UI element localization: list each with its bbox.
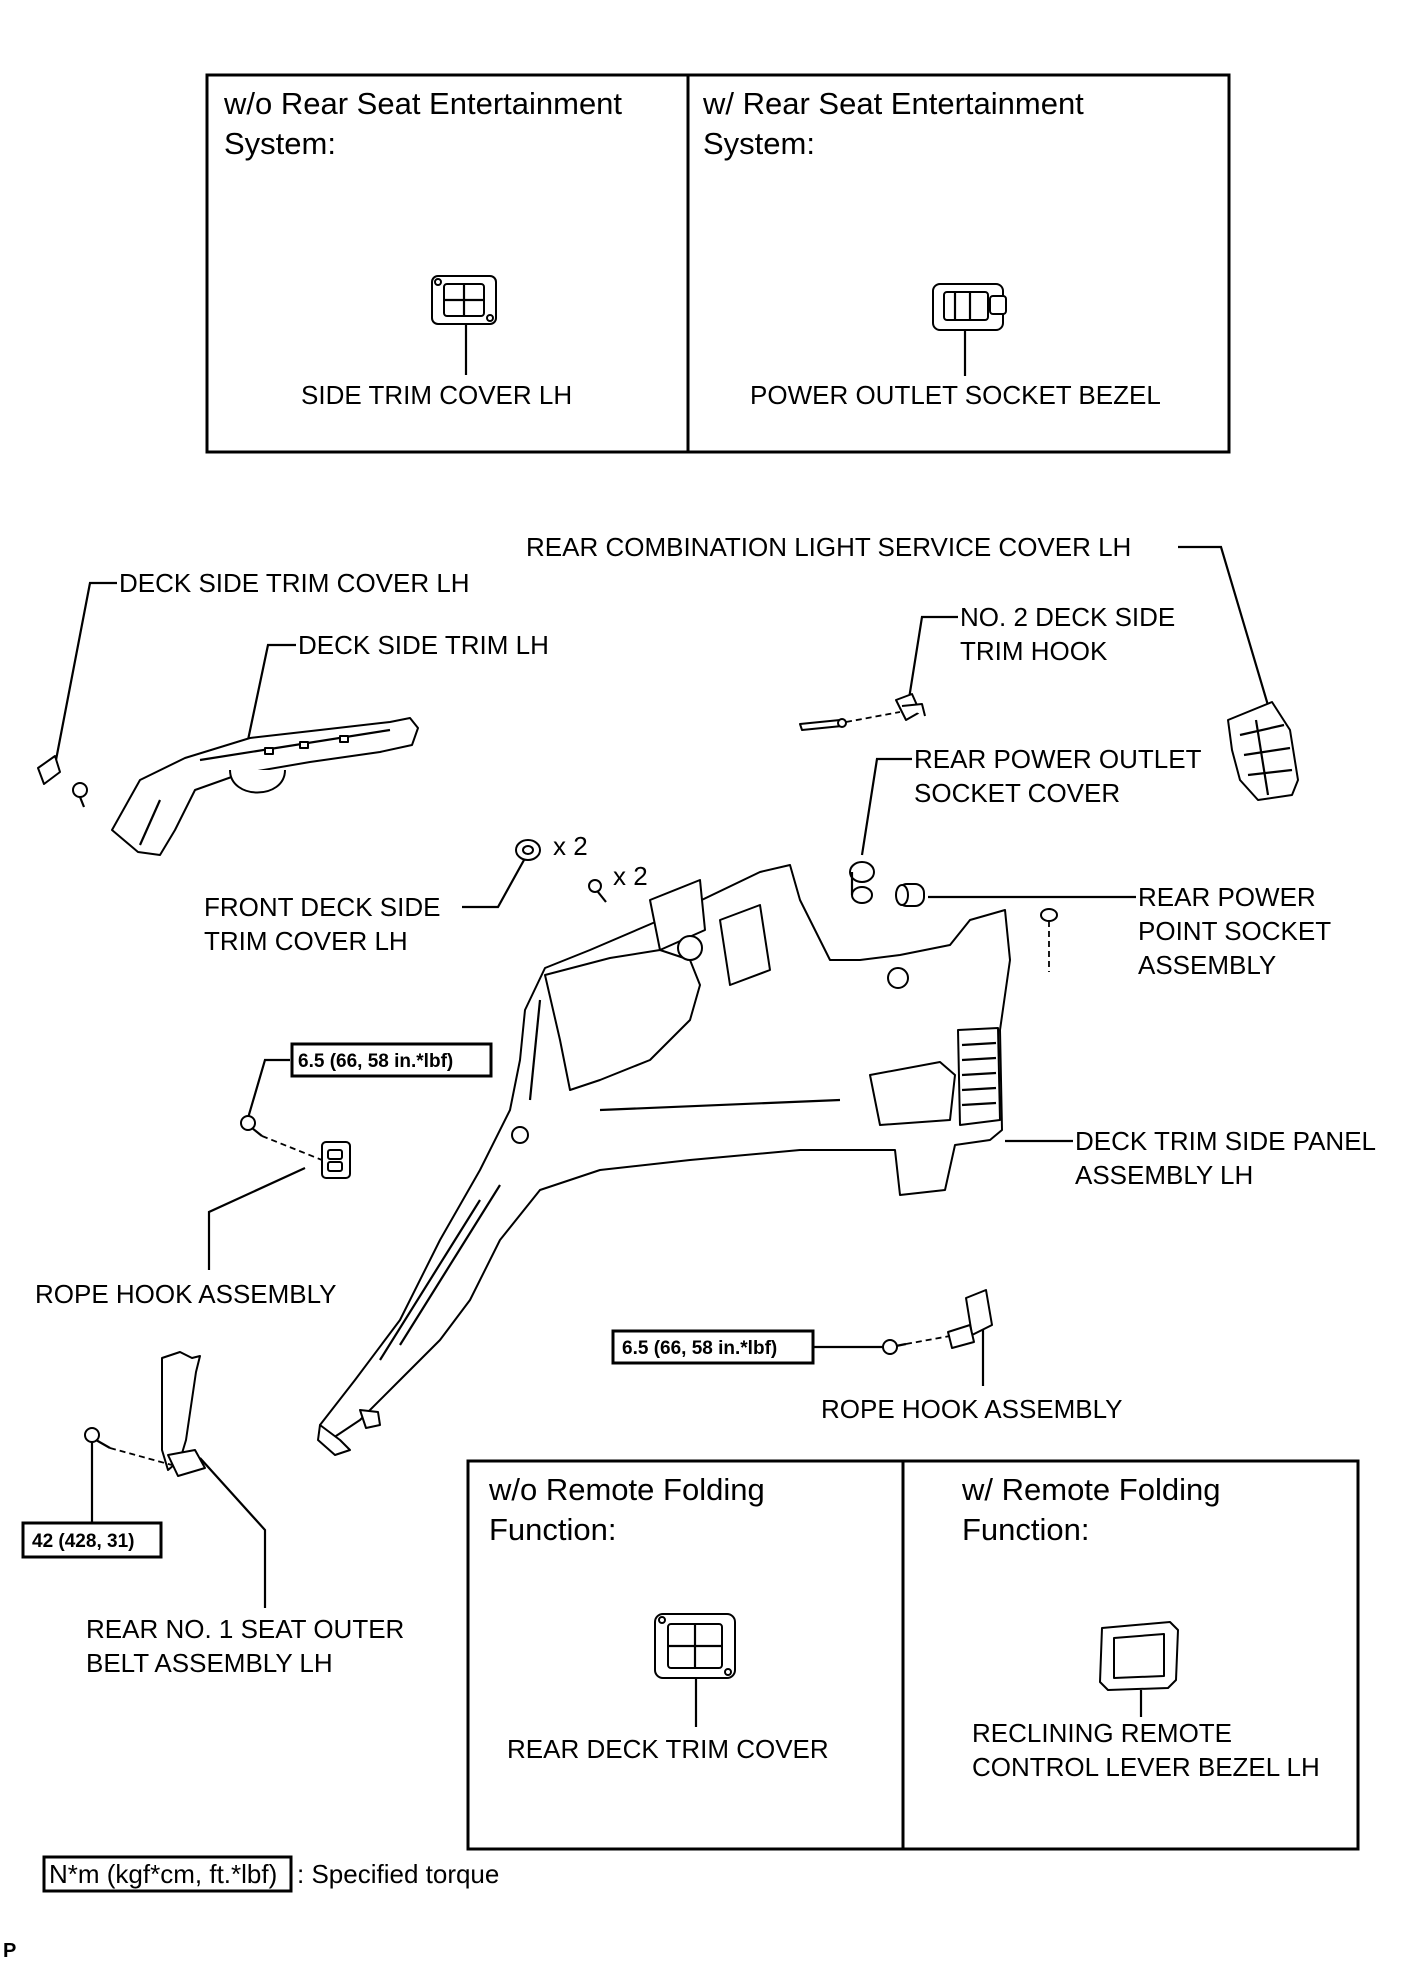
bottom-right-header-line2: Function: bbox=[962, 1512, 1090, 1547]
hook-screw-part bbox=[799, 718, 847, 731]
top-option-box: w/o Rear Seat Entertainment System: w/ R… bbox=[205, 73, 1231, 454]
top-right-header-line2: System: bbox=[703, 126, 815, 161]
rear-deck-trim-cover-label: REAR DECK TRIM COVER bbox=[507, 1734, 829, 1764]
deck-side-trim-part bbox=[111, 717, 419, 856]
deck-trim-side-panel-label-line1: DECK TRIM SIDE PANEL bbox=[1075, 1126, 1376, 1156]
top-left-header-line2: System: bbox=[224, 126, 336, 161]
torque-box-rope-hook-left: 6.5 (66, 58 in.*lbf) bbox=[290, 1042, 493, 1078]
no2-deck-side-trim-hook-label-line2: TRIM HOOK bbox=[960, 636, 1108, 666]
rear-power-point-socket-part bbox=[895, 883, 925, 907]
power-outlet-socket-bezel-label: POWER OUTLET SOCKET BEZEL bbox=[750, 380, 1161, 410]
torque-value-rope-hook-right: 6.5 (66, 58 in.*lbf) bbox=[622, 1338, 777, 1359]
rope-hook-right-label: ROPE HOOK ASSEMBLY bbox=[821, 1394, 1123, 1424]
corner-code: P bbox=[3, 1940, 16, 1962]
rear-power-point-socket-label-line2: POINT SOCKET bbox=[1138, 916, 1331, 946]
rear-power-outlet-socket-cover-label-line1: REAR POWER OUTLET bbox=[914, 744, 1202, 774]
rope-hook-right-bolt-part bbox=[882, 1339, 907, 1355]
deck-trim-side-panel-label-line2: ASSEMBLY LH bbox=[1075, 1160, 1253, 1190]
side-trim-cover-label: SIDE TRIM COVER LH bbox=[301, 380, 572, 410]
rope-hook-left-bolt-part bbox=[240, 1115, 263, 1137]
front-deck-side-trim-cover-label-line1: FRONT DECK SIDE bbox=[204, 892, 440, 922]
rope-hook-left-label: ROPE HOOK ASSEMBLY bbox=[35, 1279, 337, 1309]
torque-legend-text: : Specified torque bbox=[297, 1859, 499, 1889]
rear-power-point-socket-label-line3: ASSEMBLY bbox=[1138, 950, 1276, 980]
deck-trim-side-panel-part bbox=[317, 864, 1011, 1456]
torque-box-seat-belt: 42 (428, 31) bbox=[21, 1521, 163, 1559]
bottom-left-header-line1: w/o Remote Folding bbox=[488, 1472, 765, 1507]
bottom-right-header-line1: w/ Remote Folding bbox=[961, 1472, 1220, 1507]
rear-deck-trim-cover-icon bbox=[654, 1613, 736, 1679]
front-deck-side-trim-cover-part bbox=[515, 839, 541, 861]
top-left-header-line1: w/o Rear Seat Entertainment bbox=[223, 86, 622, 121]
no2-deck-side-trim-hook-part bbox=[895, 693, 926, 721]
torque-legend-unit: N*m (kgf*cm, ft.*lbf) bbox=[49, 1859, 277, 1889]
clip-part bbox=[72, 782, 88, 808]
panel-clip-part bbox=[1040, 908, 1058, 922]
screw-quantity-label: x 2 bbox=[613, 861, 648, 891]
panel-screw-part bbox=[588, 879, 607, 903]
rope-hook-left-part bbox=[321, 1141, 351, 1179]
top-right-header-line1: w/ Rear Seat Entertainment bbox=[702, 86, 1084, 121]
clip-quantity-label: x 2 bbox=[553, 831, 588, 861]
torque-value-seat-belt: 42 (428, 31) bbox=[32, 1531, 134, 1552]
rope-hook-right-part bbox=[947, 1289, 993, 1349]
torque-legend: N*m (kgf*cm, ft.*lbf) : Specified torque bbox=[42, 1855, 499, 1893]
rear-power-point-socket-label-line1: REAR POWER bbox=[1138, 882, 1316, 912]
side-trim-cover-icon bbox=[431, 275, 497, 325]
deck-side-trim-cover-part bbox=[37, 755, 61, 785]
seat-belt-bolt-part bbox=[84, 1427, 111, 1449]
rear-combination-light-service-cover-part bbox=[1227, 701, 1299, 801]
no2-deck-side-trim-hook-label-line1: NO. 2 DECK SIDE bbox=[960, 602, 1175, 632]
deck-side-trim-label: DECK SIDE TRIM LH bbox=[298, 630, 549, 660]
torque-box-rope-hook-right: 6.5 (66, 58 in.*lbf) bbox=[611, 1329, 815, 1365]
bottom-left-header-line2: Function: bbox=[489, 1512, 617, 1547]
seat-belt-label-line2: BELT ASSEMBLY LH bbox=[86, 1648, 333, 1678]
bottom-option-box: w/o Remote Folding Function: w/ Remote F… bbox=[466, 1459, 1360, 1851]
torque-value-rope-hook-left: 6.5 (66, 58 in.*lbf) bbox=[298, 1051, 453, 1072]
reclining-remote-control-lever-bezel-icon bbox=[1099, 1621, 1179, 1691]
rear-power-outlet-socket-cover-part bbox=[849, 861, 875, 904]
rear-power-outlet-socket-cover-label-line2: SOCKET COVER bbox=[914, 778, 1120, 808]
rear-combination-light-cover-label: REAR COMBINATION LIGHT SERVICE COVER LH bbox=[526, 532, 1131, 562]
reclining-remote-label-line2: CONTROL LEVER BEZEL LH bbox=[972, 1752, 1320, 1782]
front-deck-side-trim-cover-label-line2: TRIM COVER LH bbox=[204, 926, 408, 956]
power-outlet-socket-bezel-icon bbox=[932, 283, 1007, 331]
deck-side-trim-cover-label: DECK SIDE TRIM COVER LH bbox=[119, 568, 470, 598]
reclining-remote-label-line1: RECLINING REMOTE bbox=[972, 1718, 1232, 1748]
seat-belt-part bbox=[161, 1351, 206, 1477]
seat-belt-label-line1: REAR NO. 1 SEAT OUTER bbox=[86, 1614, 404, 1644]
